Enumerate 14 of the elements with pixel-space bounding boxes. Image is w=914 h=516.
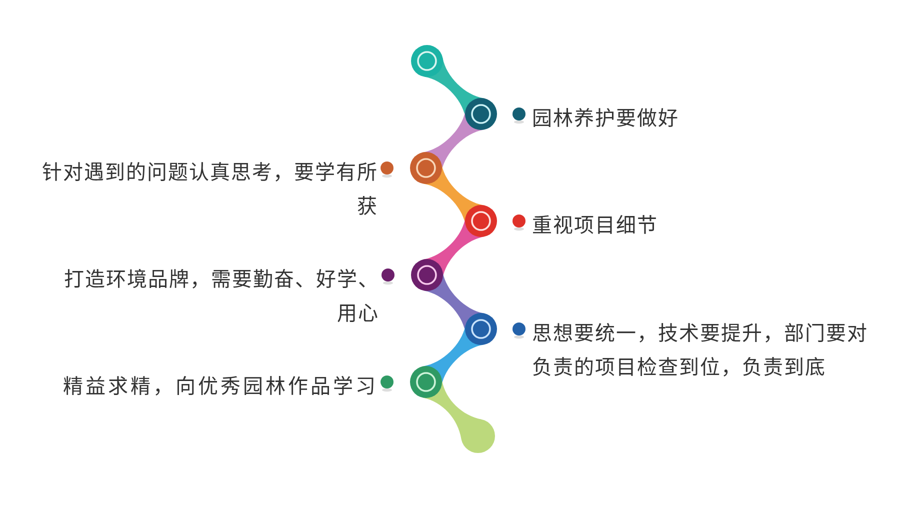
point-text: 思想要统一，技术要提升，部门要对负责的项目检查到位，负责到底 xyxy=(532,320,869,381)
step-circle xyxy=(411,45,443,77)
step-circle xyxy=(465,205,497,237)
step-circle xyxy=(410,366,442,398)
step-circle xyxy=(465,313,497,345)
step-circle xyxy=(411,259,443,291)
point-text: 打造环境品牌，需要勤奋、好学、用心 xyxy=(63,266,379,327)
step-circle xyxy=(410,152,442,184)
point-text: 重视项目细节 xyxy=(532,212,659,239)
step-circle xyxy=(461,419,495,453)
step-circle xyxy=(465,98,497,130)
point-text: 针对遇到的问题认真思考，要学有所获 xyxy=(41,159,378,220)
point-text: 园林养护要做好 xyxy=(532,105,680,132)
point-text: 精益求精，向优秀园林作品学习 xyxy=(62,373,378,400)
